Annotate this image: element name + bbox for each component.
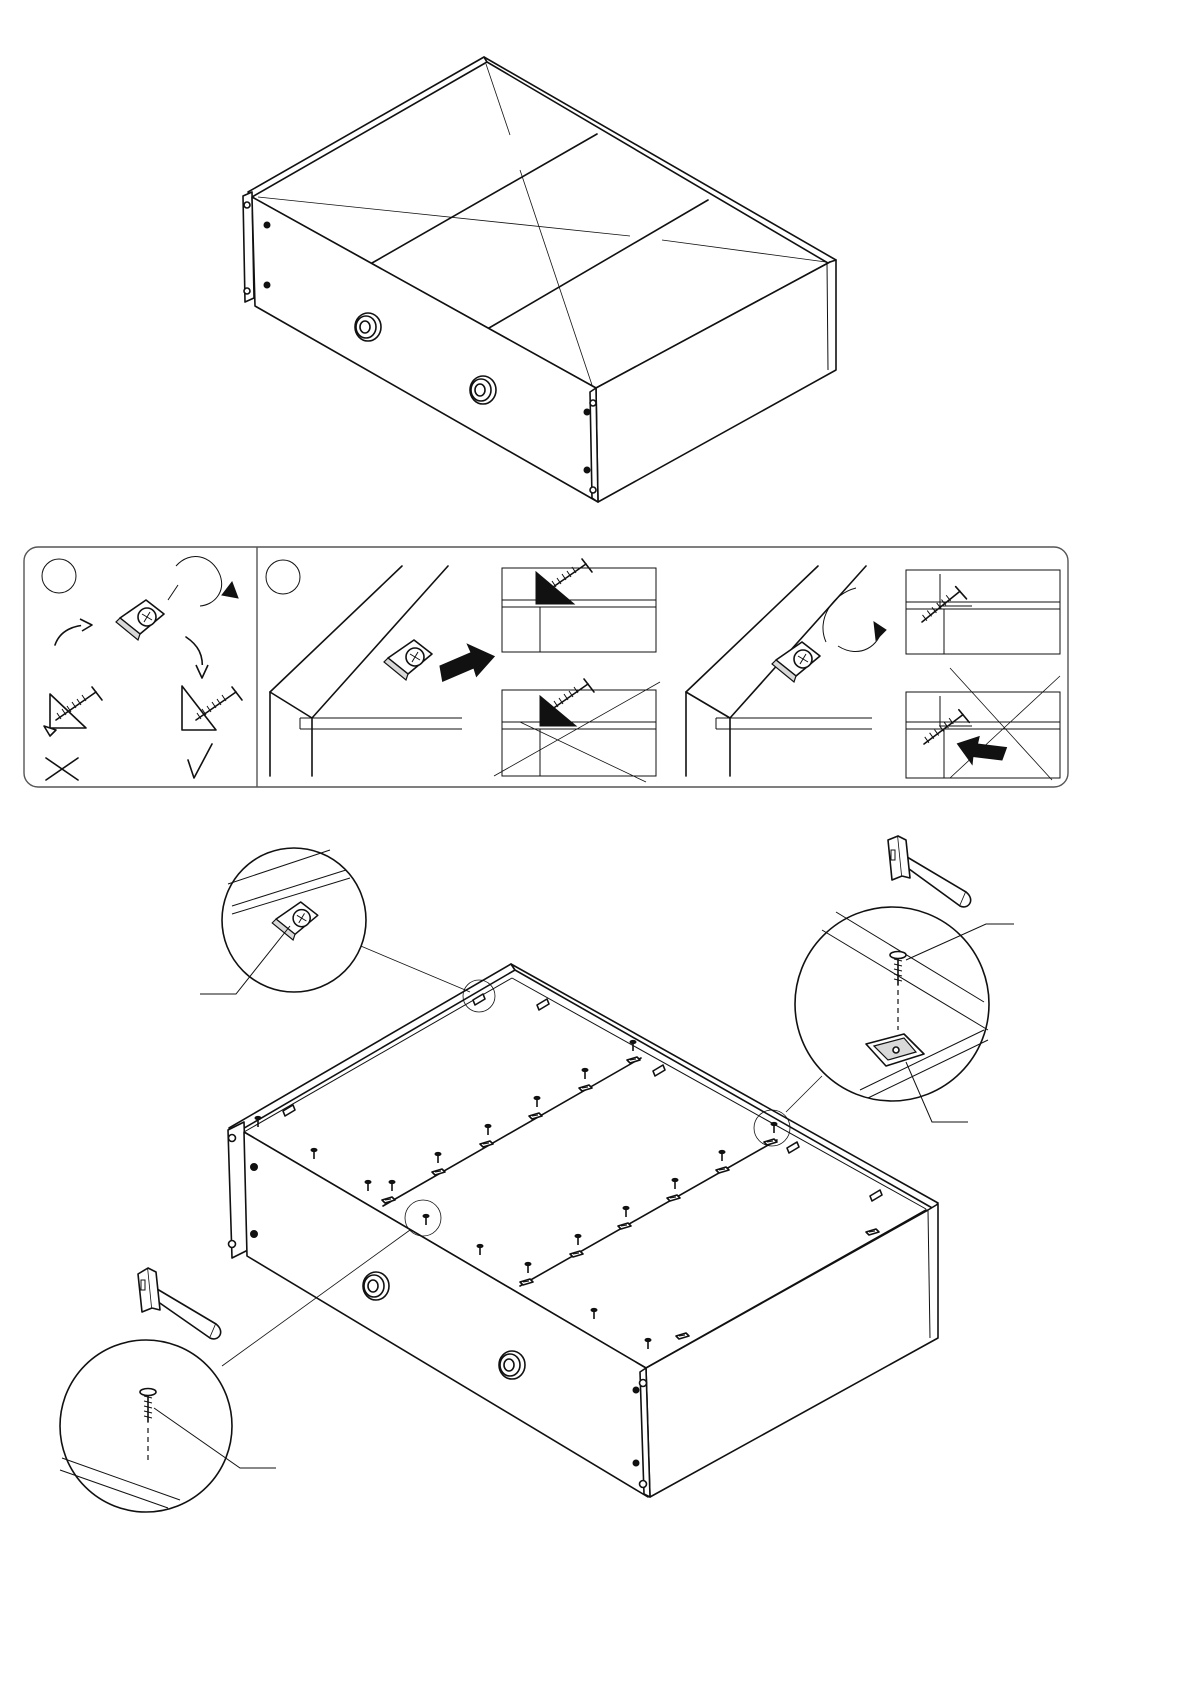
plate-icon	[579, 1085, 592, 1091]
bracket-icon	[384, 640, 432, 680]
plate-icon	[432, 1169, 445, 1175]
plate-icon	[716, 1167, 729, 1173]
wrong-mark-icon	[950, 668, 1060, 780]
bracket-icon	[283, 1105, 295, 1116]
arrow-icon	[952, 730, 1006, 773]
plate-icon	[382, 1197, 395, 1203]
plate-icon	[627, 1057, 640, 1063]
correct-bracket-example	[182, 686, 242, 730]
rotate-arrow-icon	[176, 556, 222, 606]
bracket-icon	[653, 1065, 665, 1076]
zoom-nail-plate	[795, 907, 1014, 1122]
plate-icon	[764, 1139, 777, 1145]
plate-icon	[866, 1229, 879, 1235]
plate-icon	[529, 1113, 542, 1119]
bracket-icon	[772, 642, 820, 682]
plate-icon	[570, 1251, 583, 1257]
zoom-nail-front	[60, 1340, 276, 1512]
knob-icon	[355, 313, 381, 341]
bracket-icon	[473, 994, 485, 1005]
knob-icon	[470, 376, 496, 404]
knob-icon	[499, 1351, 525, 1379]
step-b-panel	[266, 559, 1060, 782]
zoom-bracket	[200, 848, 366, 994]
detail-screw-correct	[906, 570, 1060, 654]
hammer-icon	[888, 836, 971, 907]
bracket-icon	[537, 999, 549, 1010]
wrong-bracket-example	[44, 687, 102, 736]
rotate-arrow-icon	[823, 588, 856, 642]
plate-icon	[520, 1279, 533, 1285]
knob-icon	[363, 1272, 389, 1300]
arrow-icon	[437, 640, 497, 682]
plate-icon	[480, 1141, 493, 1147]
drawer-box-top-view	[243, 57, 836, 502]
detail-screw-wrong	[906, 692, 1060, 778]
detail-wrong-position	[502, 690, 656, 776]
plate-icon	[667, 1195, 680, 1201]
bracket-icon	[870, 1190, 882, 1201]
instruction-strip	[24, 547, 1068, 787]
step-a-panel	[42, 556, 242, 780]
detail-correct-position	[502, 568, 656, 652]
wrong-mark-icon	[46, 758, 78, 780]
wrong-mark-icon	[494, 682, 660, 782]
plate-icon	[676, 1333, 689, 1339]
bracket-icon	[116, 600, 164, 640]
plate-icon	[618, 1223, 631, 1229]
correct-mark-icon	[188, 744, 212, 778]
hammer-icon	[138, 1268, 221, 1339]
bracket-icon	[787, 1142, 799, 1153]
